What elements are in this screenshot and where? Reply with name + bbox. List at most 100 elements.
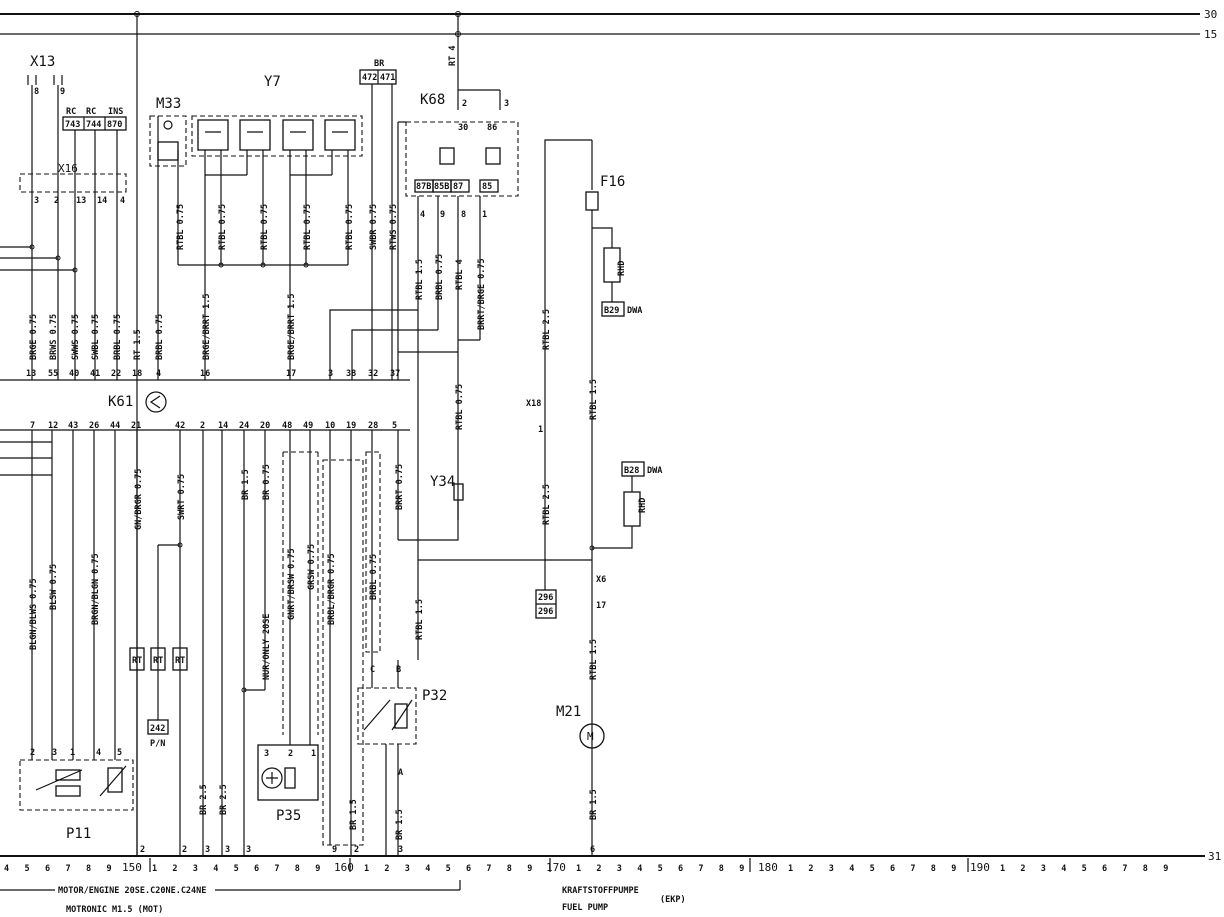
k61-top-feeds — [329, 309, 480, 380]
svg-text:RTBL 0.75: RTBL 0.75 — [218, 204, 228, 250]
svg-text:43: 43 — [68, 421, 78, 431]
svg-text:2: 2 — [30, 748, 35, 758]
p32-label: P32 — [422, 688, 447, 704]
svg-text:RC: RC — [86, 107, 96, 117]
scale-digit: 2 — [384, 864, 389, 874]
rail-15-label: 15 — [1204, 28, 1217, 41]
svg-text:INS: INS — [108, 107, 123, 117]
svg-text:296: 296 — [538, 607, 553, 617]
motor-caption-2: MOTRONIC M1.5 (MOT) — [66, 905, 163, 915]
svg-text:86: 86 — [487, 123, 497, 133]
svg-text:BRGE 0.75: BRGE 0.75 — [29, 314, 39, 360]
svg-text:2: 2 — [462, 99, 467, 109]
scale-marker: 160 — [334, 861, 354, 874]
svg-text:BRBL 0.75: BRBL 0.75 — [435, 254, 445, 300]
scale-digit: 3 — [829, 864, 834, 874]
svg-text:M: M — [587, 730, 594, 743]
scale-digit: 9 — [1163, 864, 1168, 874]
scale-digit: 6 — [466, 864, 471, 874]
svg-text:471: 471 — [380, 73, 395, 83]
svg-text:3: 3 — [398, 845, 403, 855]
svg-text:RTBL 0.75: RTBL 0.75 — [260, 204, 270, 250]
svg-text:85B: 85B — [434, 182, 449, 192]
svg-text:3: 3 — [52, 748, 57, 758]
m33-label: M33 — [156, 96, 181, 112]
svg-text:1: 1 — [70, 748, 75, 758]
scale-digit: 4 — [1061, 864, 1066, 874]
scale-digit: 6 — [1102, 864, 1107, 874]
code-870: 870 — [107, 120, 122, 130]
fuel-caption-1: KRAFTSTOFFPUMPE — [562, 886, 639, 896]
scale-digit: 1 — [788, 864, 793, 874]
scale-marker: 150 — [122, 861, 142, 874]
rail-31-label: 31 — [1208, 850, 1221, 863]
svg-text:DWA: DWA — [627, 306, 642, 316]
svg-text:37: 37 — [390, 369, 400, 379]
scale-marker: 190 — [970, 861, 990, 874]
k68-relay: K68 2 3 30 86 87B 85B 87 85 4 9 8 1 — [397, 89, 519, 560]
svg-text:19: 19 — [346, 421, 356, 431]
scale-digit: 8 — [86, 864, 91, 874]
svg-text:10: 10 — [325, 421, 335, 431]
svg-text:RHD: RHD — [617, 261, 627, 276]
scale-digit: 4 — [425, 864, 430, 874]
svg-text:RT: RT — [132, 656, 142, 666]
svg-text:17: 17 — [286, 369, 296, 379]
svg-text:48: 48 — [282, 421, 292, 431]
svg-text:BR 1.5: BR 1.5 — [241, 469, 251, 500]
svg-text:RTBL 0.75: RTBL 0.75 — [345, 204, 355, 250]
rail-30-label: 30 — [1204, 8, 1217, 21]
scale-digit: 3 — [405, 864, 410, 874]
k68-label: K68 — [420, 92, 445, 108]
top-wire-labels: BRGE 0.75 BRWS 0.75 SWWS 0.75 SWBL 0.75 … — [29, 204, 487, 430]
pn-code: 242 — [150, 724, 165, 734]
x13-pin-8: 8 — [34, 87, 39, 97]
svg-text:2: 2 — [140, 845, 145, 855]
svg-text:2: 2 — [288, 749, 293, 759]
svg-text:BRBL 0.75: BRBL 0.75 — [155, 314, 165, 360]
svg-text:3: 3 — [246, 845, 251, 855]
x13-label: X13 — [30, 54, 55, 70]
svg-text:17: 17 — [596, 601, 606, 611]
svg-text:BR 1.5: BR 1.5 — [589, 789, 599, 820]
svg-text:2: 2 — [354, 845, 359, 855]
svg-text:RTBL 1.5: RTBL 1.5 — [415, 599, 425, 640]
svg-text:DWA: DWA — [647, 466, 662, 476]
scale-digit: 9 — [315, 864, 320, 874]
scale-digit: 5 — [870, 864, 875, 874]
svg-text:BR 2.5: BR 2.5 — [199, 784, 209, 815]
x13-connector: X13 8 9 — [27, 54, 65, 380]
svg-text:4: 4 — [120, 196, 125, 206]
svg-text:B29: B29 — [604, 306, 619, 316]
svg-text:14: 14 — [97, 196, 107, 206]
svg-text:3: 3 — [328, 369, 333, 379]
svg-text:RTBL 4: RTBL 4 — [455, 259, 465, 290]
svg-text:BLSW 0.75: BLSW 0.75 — [49, 564, 59, 610]
svg-text:12: 12 — [48, 421, 58, 431]
connector-codes: RC RC INS 743 744 870 — [62, 107, 127, 380]
svg-text:SWBL 0.75: SWBL 0.75 — [91, 314, 101, 360]
scale-digit: 9 — [739, 864, 744, 874]
svg-text:RTBL 2.5: RTBL 2.5 — [542, 309, 552, 350]
svg-text:2: 2 — [54, 196, 59, 206]
svg-text:26: 26 — [89, 421, 99, 431]
svg-text:18: 18 — [132, 369, 142, 379]
svg-text:3: 3 — [34, 196, 39, 206]
fuel-pump-circuit: F16 RHD B29 DWA RTBL 2.5 RTBL 1.5 X18 1 … — [526, 139, 662, 856]
svg-text:28: 28 — [368, 421, 378, 431]
svg-text:BR: BR — [374, 59, 385, 69]
fuel-caption-code: (EKP) — [660, 895, 686, 905]
rt-boxes: RT RT RT 242 P/N — [129, 647, 188, 749]
scale-digit: 5 — [1082, 864, 1087, 874]
svg-text:RT: RT — [175, 656, 185, 666]
svg-text:32: 32 — [368, 369, 378, 379]
svg-text:BRGE/BRRT 1.5: BRGE/BRRT 1.5 — [202, 293, 212, 360]
svg-text:BRBL 0.75: BRBL 0.75 — [369, 554, 379, 600]
x13-pin-9: 9 — [60, 87, 65, 97]
x16-label: X16 — [58, 162, 78, 175]
lower-wires — [31, 430, 592, 856]
svg-text:BRRT/BRGE 0.75: BRRT/BRGE 0.75 — [477, 258, 487, 330]
svg-text:NUR/ONLY 20SE: NUR/ONLY 20SE — [262, 613, 272, 680]
